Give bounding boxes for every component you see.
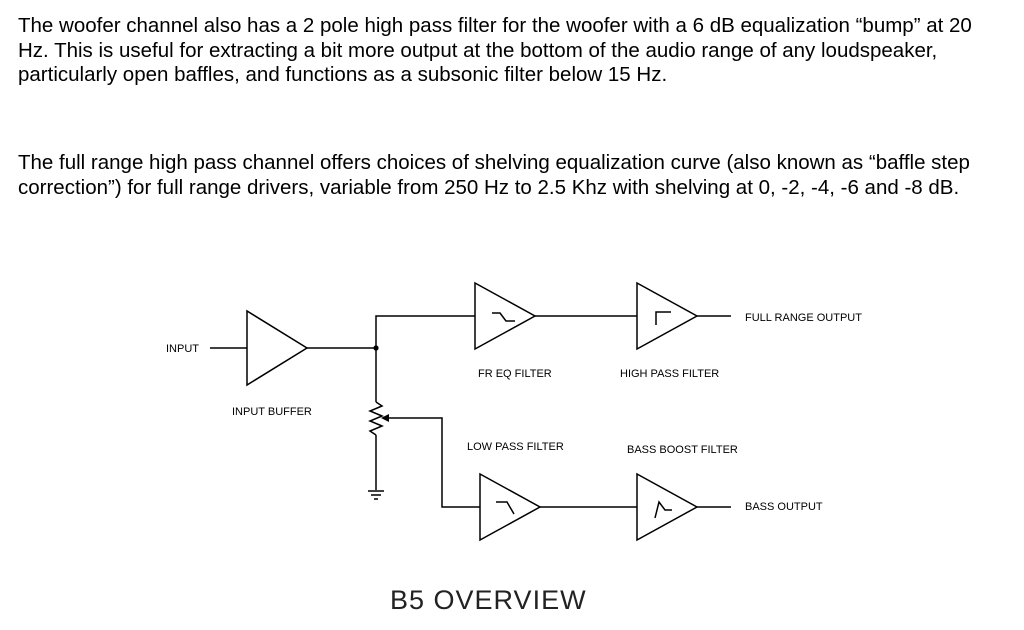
paragraph-full-range-channel: The full range high pass channel offers …: [18, 151, 970, 199]
fr-eq-filter-label: FR EQ FILTER: [478, 368, 552, 380]
high-pass-curve-icon: [655, 311, 671, 325]
fr-eq-filter-amp: [474, 281, 537, 351]
bass-boost-curve-icon: [654, 500, 672, 519]
lower-branch-wire: [389, 417, 480, 508]
high-pass-filter-amp: [636, 281, 699, 351]
fr-eq-curve-icon: [492, 312, 515, 322]
full-range-output-label: FULL RANGE OUTPUT: [745, 312, 862, 324]
bass-output-label: BASS OUTPUT: [745, 501, 823, 513]
input-label: INPUT: [166, 343, 199, 355]
diagram-title: B5 OVERVIEW: [390, 585, 587, 615]
high-pass-filter-label: HIGH PASS FILTER: [620, 368, 719, 380]
low-pass-filter-label: LOW PASS FILTER: [467, 441, 564, 453]
paragraph-woofer-channel: The woofer channel also has a 2 pole hig…: [18, 14, 972, 87]
bass-boost-filter-amp: [636, 472, 699, 542]
upper-branch-wire: [375, 315, 475, 348]
low-pass-curve-icon: [496, 501, 515, 515]
pot-wiper-arrow: [381, 414, 389, 422]
input-buffer-label: INPUT BUFFER: [232, 406, 312, 418]
potentiometer: [368, 401, 384, 436]
bass-boost-filter-label: BASS BOOST FILTER: [627, 444, 738, 456]
input-buffer-amp: [246, 309, 309, 387]
